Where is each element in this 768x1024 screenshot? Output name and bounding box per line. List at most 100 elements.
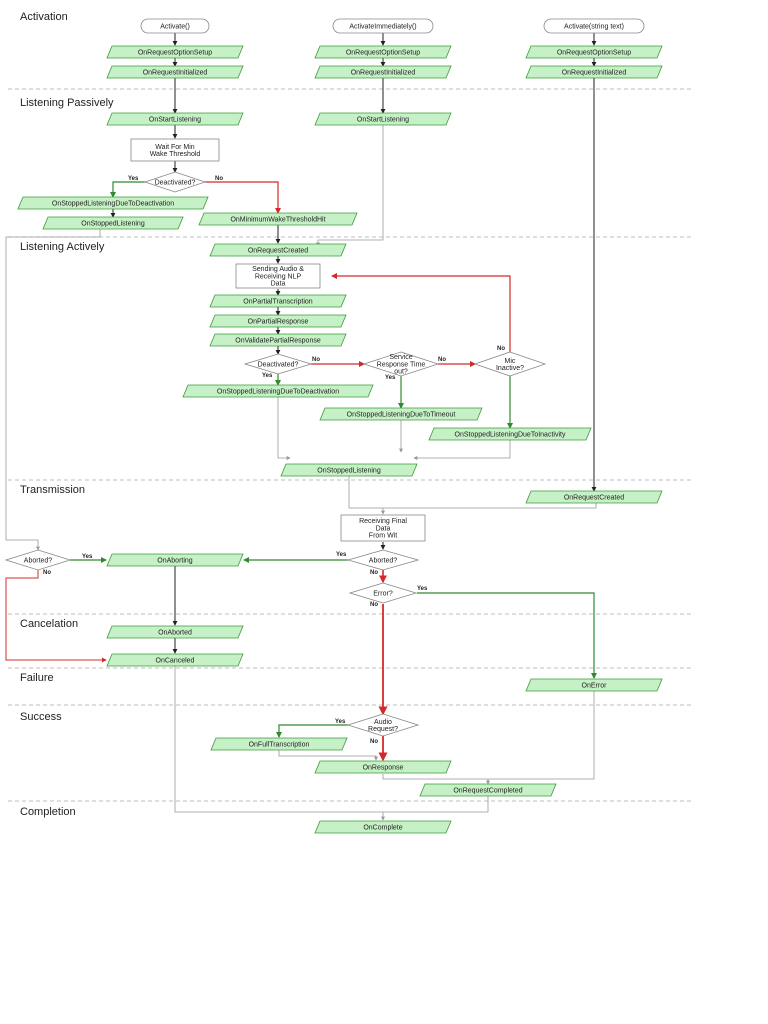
node-osld1: OnStoppedListeningDueToDeactivation bbox=[17, 196, 209, 210]
terminal-shape bbox=[543, 18, 645, 34]
process-shape bbox=[130, 138, 220, 162]
section-label-completion: Completion bbox=[20, 806, 76, 818]
edge-label-deact2-yes: Yes bbox=[262, 373, 273, 379]
node-act1: Activate() bbox=[140, 18, 210, 34]
node-oaborting: OnAborting bbox=[106, 553, 244, 567]
data-shape bbox=[525, 45, 663, 59]
edge-osld2-to-stoppedlistening bbox=[277, 397, 291, 460]
node-label: Audio bbox=[374, 719, 392, 726]
node-label: OnRequestOptionSetup bbox=[346, 49, 420, 56]
edge-error-to-requestcompleted bbox=[488, 691, 595, 780]
node-ros3: OnRequestOptionSetup bbox=[525, 45, 663, 59]
node-osldi: OnStoppedListeningDueToInactivity bbox=[428, 427, 592, 441]
section-label-listening-passively: Listening Passively bbox=[20, 97, 114, 109]
decision-shape bbox=[346, 713, 420, 737]
section-label-activation: Activation bbox=[20, 11, 68, 23]
node-label: OnStartListening bbox=[149, 116, 201, 123]
edge-deactivated-1-no bbox=[205, 181, 281, 214]
node-label: OnStoppedListeningDueToTimeout bbox=[347, 411, 456, 418]
node-abort1: Aborted? bbox=[4, 549, 72, 571]
edge-audio-yes bbox=[276, 724, 348, 738]
data-shape bbox=[280, 463, 418, 477]
node-ri3: OnRequestInitialized bbox=[525, 65, 663, 79]
node-label: OnRequestInitialized bbox=[562, 69, 627, 76]
node-opr: OnPartialResponse bbox=[209, 314, 347, 328]
node-label: OnFullTranscription bbox=[249, 741, 310, 748]
edge-response-to-requestcompleted bbox=[382, 774, 490, 785]
edge-osl1-to-aborted-1 bbox=[5, 229, 101, 551]
node-label: Aborted? bbox=[369, 557, 398, 564]
edge-micinactive-no bbox=[331, 273, 511, 352]
node-label: OnRequestOptionSetup bbox=[138, 49, 212, 56]
node-ros1: OnRequestOptionSetup bbox=[106, 45, 244, 59]
data-shape bbox=[314, 112, 452, 126]
node-label: OnRequestOptionSetup bbox=[557, 49, 631, 56]
decision-shape bbox=[143, 171, 207, 193]
node-label: Service bbox=[389, 354, 412, 361]
node-ri1: OnRequestInitialized bbox=[106, 65, 244, 79]
node-label: OnStoppedListening bbox=[317, 467, 381, 474]
node-oerror: OnError bbox=[525, 678, 663, 692]
process-shape bbox=[340, 514, 426, 542]
edge-label-srt-yes: Yes bbox=[385, 375, 396, 381]
edge-label-error-yes: Yes bbox=[417, 586, 428, 592]
edge-error-yes bbox=[417, 592, 597, 679]
edge-canceled-to-complete bbox=[174, 666, 383, 813]
data-shape bbox=[525, 490, 663, 504]
node-osl1: OnStoppedListening bbox=[42, 216, 184, 230]
node-label: Deactivated? bbox=[155, 179, 196, 186]
edge-fulltranscription-to-response bbox=[278, 750, 378, 761]
node-abort2: Aborted? bbox=[346, 549, 420, 571]
node-label: Inactive? bbox=[496, 365, 524, 372]
node-label: Error? bbox=[373, 590, 393, 597]
node-label: OnRequestCompleted bbox=[453, 787, 522, 794]
edge-label-mic-no: No bbox=[497, 346, 505, 352]
data-shape bbox=[314, 760, 452, 774]
node-ros2: OnRequestOptionSetup bbox=[314, 45, 452, 59]
edge-label-audio-yes: Yes bbox=[335, 719, 346, 725]
edge-stoppedlistening-to-transmission bbox=[348, 476, 597, 509]
data-shape bbox=[319, 407, 483, 421]
node-orcomp: OnRequestCompleted bbox=[419, 783, 557, 797]
node-label: OnResponse bbox=[363, 764, 404, 771]
node-error: Error? bbox=[348, 582, 418, 604]
data-shape bbox=[209, 314, 347, 328]
data-shape bbox=[210, 737, 348, 751]
node-deact2: Deactivated? bbox=[243, 353, 313, 375]
connectors bbox=[5, 33, 597, 821]
node-omwth: OnMinimumWakeThresholdHit bbox=[198, 212, 358, 226]
node-label: out? bbox=[394, 369, 408, 376]
node-oft: OnFullTranscription bbox=[210, 737, 348, 751]
node-label: Data bbox=[376, 525, 391, 532]
node-label: Activate() bbox=[160, 23, 190, 30]
edge-label-deact2-no: No bbox=[312, 357, 320, 363]
node-opt: OnPartialTranscription bbox=[209, 294, 347, 308]
node-act2: ActivateImmediately() bbox=[332, 18, 434, 34]
data-shape bbox=[106, 653, 244, 667]
data-shape bbox=[106, 65, 244, 79]
edge-aborted-1-no bbox=[5, 570, 107, 663]
node-orc1: OnRequestCreated bbox=[209, 243, 347, 257]
node-label: OnRequestCreated bbox=[564, 494, 624, 501]
node-label: OnValidatePartialResponse bbox=[235, 337, 321, 344]
node-label: OnMinimumWakeThresholdHit bbox=[230, 216, 325, 223]
node-label: Wait For Min bbox=[155, 144, 195, 151]
edge-label-abort1-yes: Yes bbox=[82, 554, 93, 560]
edge-label-error-no: No bbox=[370, 602, 378, 608]
edge-label-audio-no: No bbox=[370, 739, 378, 745]
data-shape bbox=[209, 294, 347, 308]
node-deact1: Deactivated? bbox=[143, 171, 207, 193]
node-label: OnStoppedListeningDueToInactivity bbox=[455, 431, 566, 438]
node-label: OnAborting bbox=[157, 557, 193, 564]
section-label-failure: Failure bbox=[20, 672, 54, 684]
process-shape bbox=[235, 263, 321, 289]
node-label: Aborted? bbox=[24, 557, 53, 564]
node-label: OnStoppedListening bbox=[81, 220, 145, 227]
edge-label-abort1-no: No bbox=[43, 570, 51, 576]
